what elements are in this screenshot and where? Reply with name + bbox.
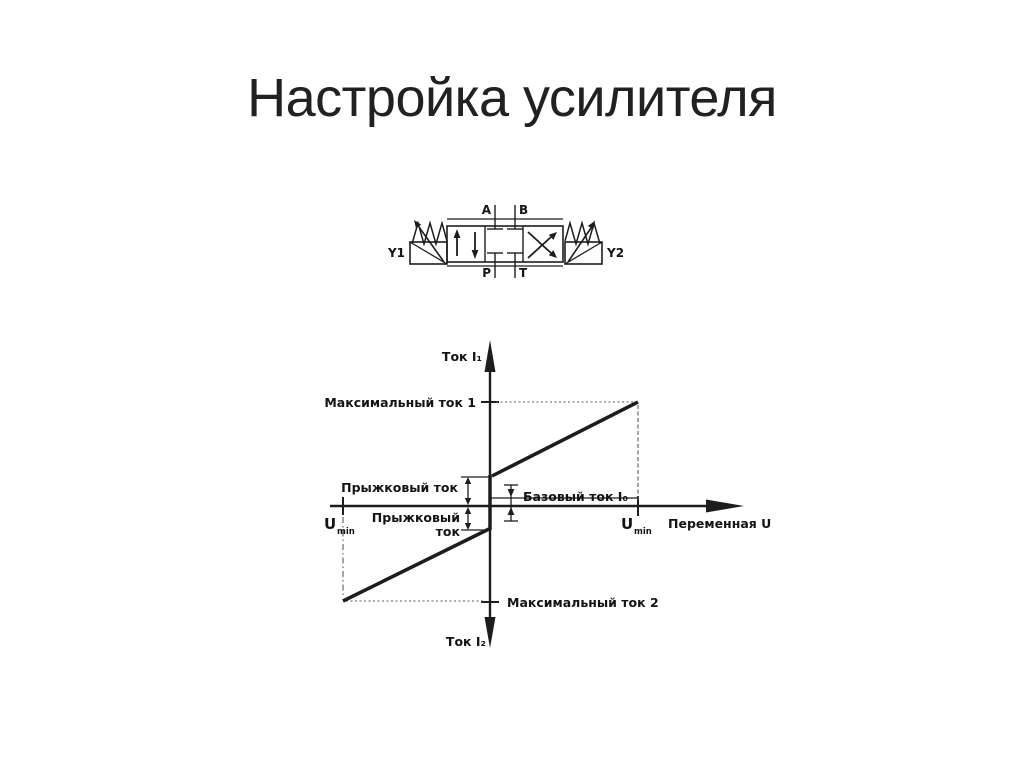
max-current-2-label: Максимальный ток 2: [507, 595, 659, 610]
valve-position-blocked-center: [487, 205, 523, 278]
max-current-1-label: Максимальный ток 1: [324, 395, 476, 410]
jump-current-lower-label-line1: Прыжковый: [372, 510, 460, 525]
jump-current-lower-label-line2: ток: [436, 524, 461, 539]
valve-position-parallel-arrows: [453, 229, 479, 259]
left-solenoid-icon: [409, 220, 448, 265]
solenoid-y1-label: Y1: [387, 246, 405, 260]
right-solenoid-icon: [564, 221, 603, 265]
jump-current-upper-label: Прыжковый ток: [341, 480, 458, 495]
y-axis-bottom-label: Ток I₂: [446, 634, 486, 649]
svg-text:min: min: [337, 527, 355, 537]
base-current-label: Базовый ток I₀: [523, 489, 628, 504]
characteristic-chart: Ток I₁ Ток I₂ Переменная U Максимальный …: [324, 340, 771, 649]
base-current-dimension: [504, 484, 518, 522]
solenoid-y2-label: Y2: [606, 246, 624, 260]
jump-current-upper-dimension: [461, 476, 492, 505]
y-axis-top-label: Ток I₁: [442, 349, 482, 364]
svg-text:min: min: [634, 527, 652, 537]
port-p-label: P: [482, 266, 491, 280]
port-a-label: A: [482, 203, 492, 217]
slide-title: Настройка усилителя: [247, 68, 777, 128]
jump-current-lower-dimension: [461, 507, 490, 531]
y-axis-up-arrowhead: [484, 340, 496, 372]
port-t-label: T: [519, 266, 528, 280]
y-axis-down-arrowhead: [484, 617, 496, 648]
umin-right-label: U min: [621, 515, 652, 537]
umin-left-label: U min: [324, 515, 355, 537]
x-axis-arrowhead: [706, 499, 744, 513]
svg-text:U: U: [621, 515, 633, 533]
characteristic-curve: [342, 400, 639, 603]
valve-body: [446, 225, 564, 263]
valve-position-crossed-arrows: [527, 231, 557, 259]
port-b-label: B: [519, 203, 528, 217]
valve-schematic: Y1 Y2 A B P T: [387, 203, 624, 280]
x-axis: [330, 499, 744, 513]
svg-text:U: U: [324, 515, 336, 533]
x-axis-label: Переменная U: [668, 516, 771, 531]
